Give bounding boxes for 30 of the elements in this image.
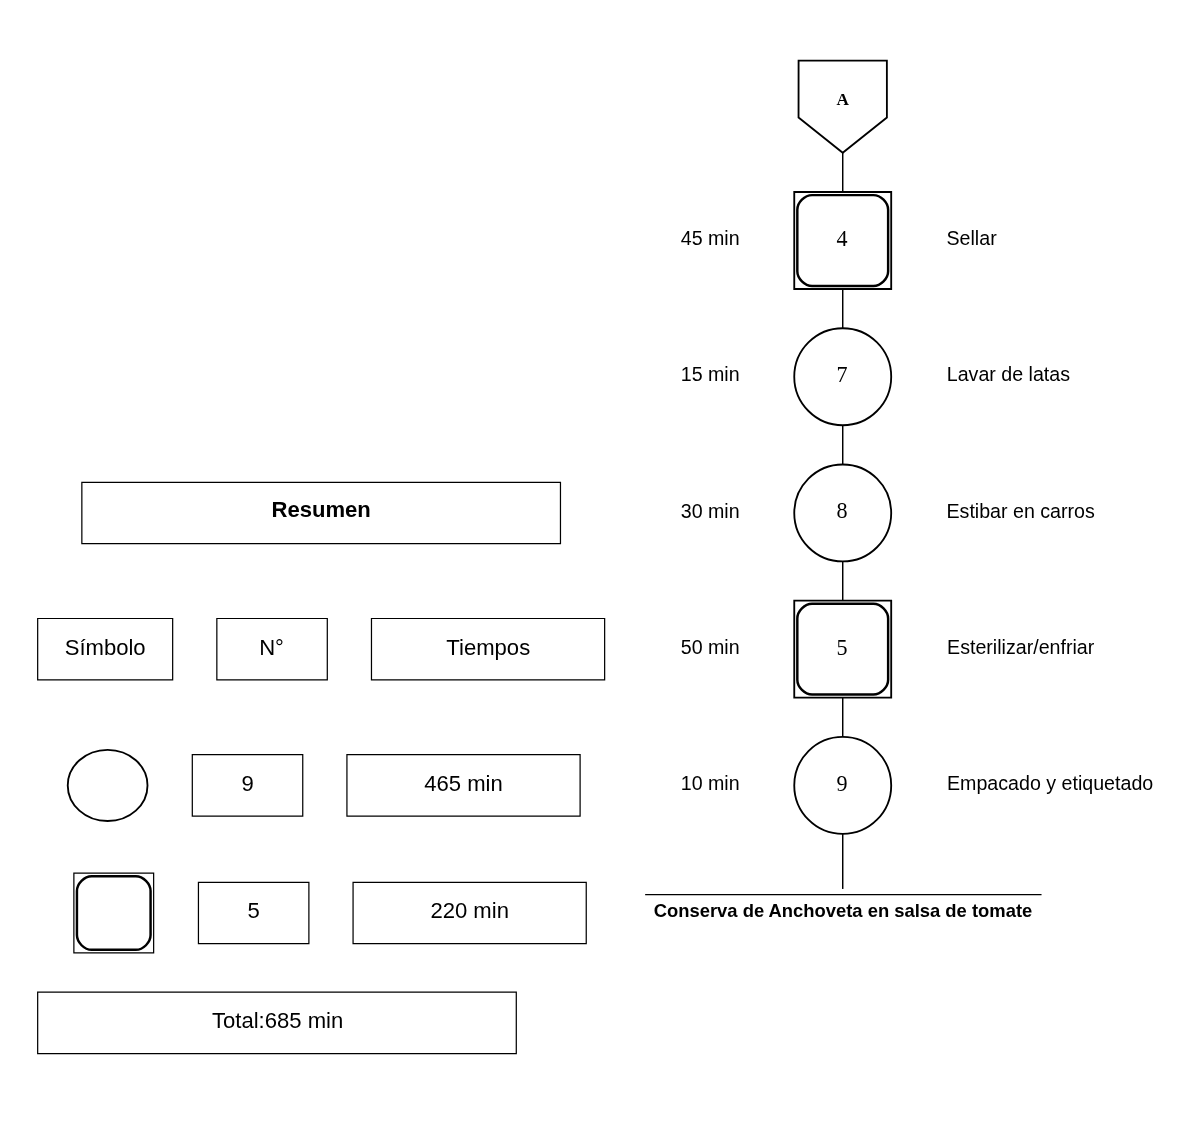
node-circle: 8 xyxy=(793,463,893,562)
node-text: Conserva de Anchoveta en salsa de tomate xyxy=(653,899,1033,921)
connector xyxy=(842,424,844,465)
node-label: 10 min xyxy=(680,771,740,794)
label: 9 xyxy=(241,770,254,796)
node-circle: 7 xyxy=(793,326,893,426)
connector xyxy=(842,696,844,738)
node-label: Lavar de latas xyxy=(946,362,1071,385)
label: Resumen xyxy=(271,496,371,522)
node-label: Sellar xyxy=(946,226,997,249)
connector xyxy=(842,560,844,601)
node-label: 45 min xyxy=(680,226,740,249)
label: 465 min xyxy=(424,770,503,796)
label: 220 min xyxy=(430,897,509,923)
node-circle: 9 xyxy=(793,735,893,835)
node-label: 30 min xyxy=(680,499,740,522)
node-label: 15 min xyxy=(680,362,740,385)
label: 5 xyxy=(247,897,260,923)
node-circle xyxy=(66,748,149,822)
label: Símbolo xyxy=(64,634,146,660)
node-label: Esterilizar/enfriar xyxy=(947,635,1095,658)
connector xyxy=(842,151,844,192)
connector xyxy=(842,288,844,329)
label: Total:685 min xyxy=(211,1007,344,1033)
label: N° xyxy=(259,634,284,660)
label: Tiempos xyxy=(446,634,531,660)
node-label: Empacado y etiquetado xyxy=(947,771,1154,794)
connector xyxy=(842,832,844,890)
node-label: Estibar en carros xyxy=(946,499,1095,522)
node-label: 50 min xyxy=(680,635,740,658)
